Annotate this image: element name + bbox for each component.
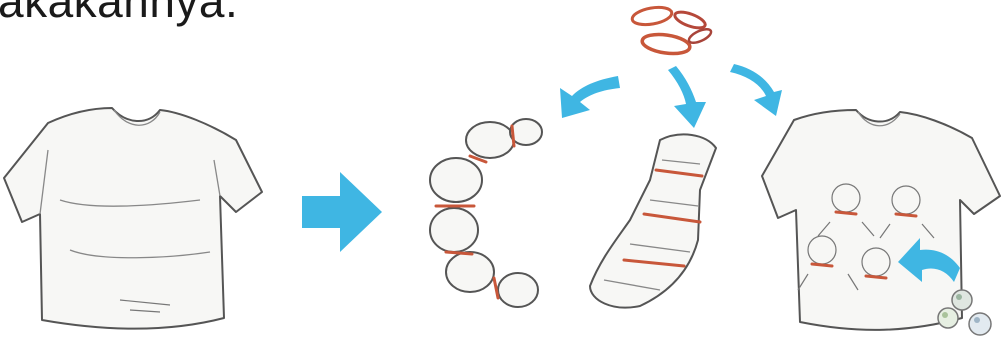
tied-tshirt-image [761, 109, 1001, 331]
curved-arrow-right-icon [730, 64, 782, 116]
curved-arrow-small-icon [898, 238, 960, 282]
rubber-bands-image [630, 5, 713, 56]
bundled-fabric-curved-image [429, 118, 543, 308]
curved-arrow-left-icon [560, 76, 620, 118]
right-arrow-icon [302, 172, 382, 252]
marbles-image [937, 289, 992, 336]
instruction-heading-fragment: akakannya. [0, 0, 239, 27]
curved-arrow-down-icon [668, 66, 706, 128]
plain-tshirt-image [3, 107, 263, 330]
bundled-fabric-twisted-image [589, 133, 717, 309]
